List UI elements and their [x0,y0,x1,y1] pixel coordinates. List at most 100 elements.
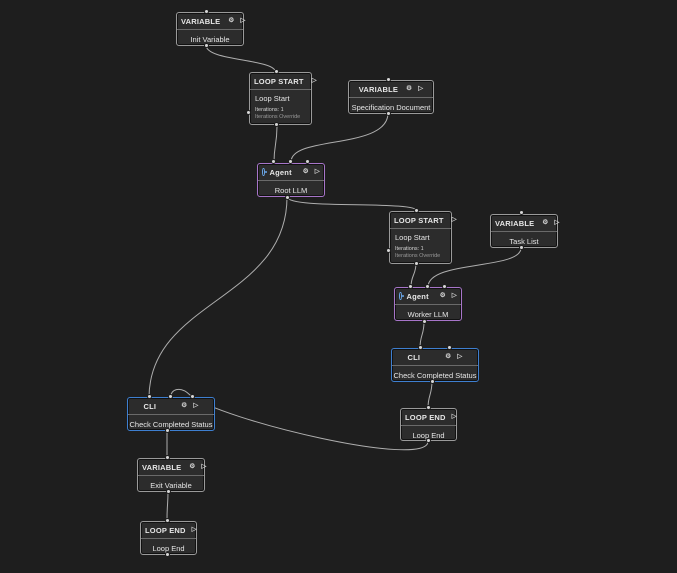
node-init-variable[interactable]: VARIABLE ⚙ ▷ Init Variable [176,12,246,46]
input-port[interactable] [426,405,431,410]
gear-icon[interactable]: ⚙ [542,218,549,226]
node-specification-document[interactable]: VARIABLE ⚙▷ Specification Document [348,80,434,114]
input-port[interactable] [386,77,391,82]
node-label: Worker LLM [407,310,449,319]
node-label: Init Variable [190,35,230,44]
play-icon[interactable]: ▷ [451,412,457,420]
edge-init-to-loopstart [205,44,277,74]
node-label: Exit Variable [150,481,192,490]
node-label: Check Completed Status [129,420,213,429]
output-port[interactable] [285,195,290,200]
iterations-override-port[interactable] [246,110,251,115]
output-port[interactable] [386,111,391,116]
input-port[interactable] [305,159,310,164]
input-port[interactable] [147,394,152,399]
output-port[interactable] [422,319,427,324]
node-root-agent[interactable]: Agent ⚙▷ Root LLM [257,163,325,197]
output-port[interactable] [414,261,419,266]
gear-icon[interactable]: ⚙ [302,167,309,175]
output-port[interactable] [165,552,170,557]
agent-icon [262,168,267,176]
input-port[interactable] [165,455,170,460]
node-header: VARIABLE ⚙▷ [138,459,207,476]
node-type-label: VARIABLE [358,84,399,94]
output-port[interactable] [519,245,524,250]
play-icon[interactable]: ▷ [311,76,317,84]
node-cli-outer[interactable]: CLI ⚙ ▷ Check Completed Status [127,397,215,431]
input-port[interactable] [190,394,195,399]
node-type-label: VARIABLE [181,16,221,26]
play-icon[interactable]: ▷ [451,215,457,223]
output-port[interactable] [204,43,209,48]
node-header: VARIABLE ⚙ ▷ [349,81,433,98]
play-icon[interactable]: ▷ [191,525,197,533]
input-port[interactable] [425,284,430,289]
node-header: Agent ⚙ ▷ [258,164,324,181]
node-cli-inner[interactable]: CLI ⚙ ▷ Check Completed Status [391,348,479,382]
node-label: Loop Start [255,94,290,103]
play-icon[interactable]: ▷ [314,167,320,175]
gear-icon[interactable]: ⚙ [228,16,235,24]
play-icon[interactable]: ▷ [201,462,207,470]
input-port[interactable] [271,159,276,164]
node-type-label: LOOP END [145,525,186,535]
input-port[interactable] [274,69,279,74]
output-port[interactable] [166,489,171,494]
node-loop-start-inner[interactable]: LOOP START ▷ Loop Start Iterations: 1 It… [389,211,457,264]
node-task-list[interactable]: VARIABLE ⚙▷ Task List [490,214,560,248]
iterations-override-port-label: Iterations Override [395,253,441,259]
node-label: Loop Start [395,233,430,242]
input-port[interactable] [204,9,209,14]
node-type-label: LOOP START [254,76,304,86]
node-loop-start-outer[interactable]: LOOP START ▷ Loop Start Iterations: 1 It… [249,72,317,125]
node-loop-end-outer[interactable]: LOOP END ▷ Loop End [140,521,197,555]
gear-icon[interactable]: ⚙ [439,291,446,299]
node-type-label: LOOP END [405,412,446,422]
input-port[interactable] [447,345,452,350]
play-icon[interactable]: ▷ [457,352,463,360]
node-type-label: Agent [406,291,429,301]
gear-icon[interactable]: ⚙ [406,84,413,92]
output-port[interactable] [274,122,279,127]
input-port[interactable] [442,284,447,289]
iterations-text: Iterations: 1 [395,246,424,252]
node-label: Check Completed Status [393,371,477,380]
node-type-label: LOOP START [394,215,444,225]
node-exit-variable[interactable]: VARIABLE ⚙▷ Exit Variable [137,458,207,492]
node-type-label: CLI [143,401,157,411]
node-worker-agent[interactable]: Agent ⚙ ▷ Worker LLM [394,287,462,321]
node-loop-end-inner[interactable]: LOOP END ▷ Loop End [400,408,457,441]
node-header: LOOP START ▷ [250,73,317,90]
input-port[interactable] [418,345,423,350]
node-label: Loop End [152,544,185,553]
play-icon[interactable]: ▷ [418,84,424,92]
input-port[interactable] [165,518,170,523]
node-header: LOOP START ▷ [390,212,457,229]
play-icon[interactable]: ▷ [554,218,560,226]
input-port[interactable] [414,208,419,213]
node-label: Task List [509,237,539,246]
input-port[interactable] [519,210,524,215]
input-port[interactable] [288,159,293,164]
iterations-override-port[interactable] [386,248,391,253]
gear-icon[interactable]: ⚙ [445,352,452,360]
edge-root-agent-to-cli-outer [148,196,288,398]
agent-icon [399,292,404,300]
play-icon[interactable]: ▷ [451,291,457,299]
node-type-label: CLI [407,352,421,362]
play-icon[interactable]: ▷ [240,16,246,24]
gear-icon[interactable]: ⚙ [189,462,196,470]
iterations-text: Iterations: 1 [255,107,284,113]
input-port[interactable] [408,284,413,289]
input-port[interactable] [168,394,173,399]
node-header: LOOP END ▷ [401,409,457,426]
output-port[interactable] [430,379,435,384]
gear-icon[interactable]: ⚙ [181,401,188,409]
output-port[interactable] [165,428,170,433]
edge-loopstart-to-root-agent [273,124,278,163]
node-type-label: Agent [269,167,292,177]
node-header: VARIABLE ⚙▷ [491,215,560,232]
output-port[interactable] [426,438,431,443]
play-icon[interactable]: ▷ [193,401,199,409]
